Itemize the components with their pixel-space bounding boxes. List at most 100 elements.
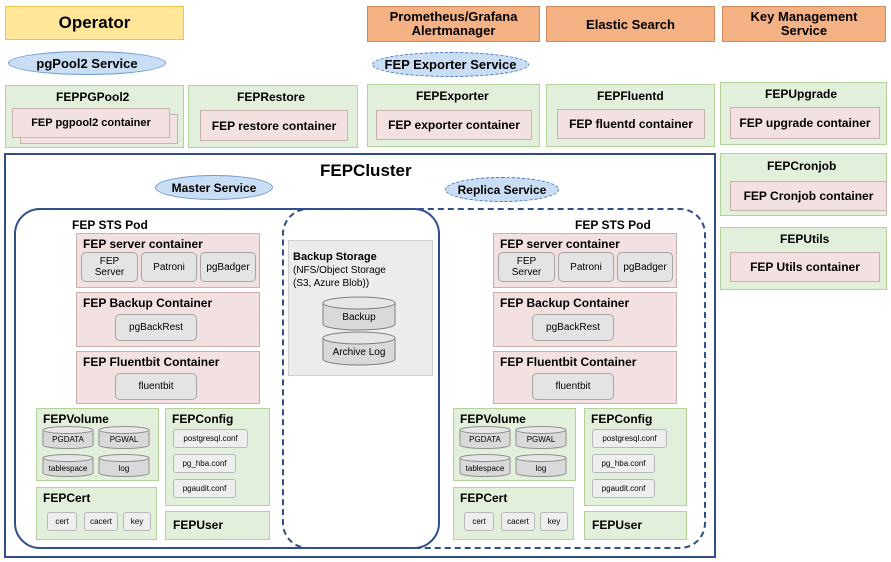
pgpool2-service: pgPool2 Service	[8, 51, 166, 75]
archive-log-label: Archive Log	[332, 346, 386, 358]
master-tablespace-cylinder-icon	[42, 454, 94, 477]
elastic-search-box: Elastic Search	[546, 6, 715, 42]
replica-fluentbit-container-title: FEP Fluentbit Container	[500, 355, 637, 369]
backup-cylinder-icon	[322, 296, 396, 331]
prometheus-label: Prometheus/Grafana Alertmanager	[389, 9, 518, 38]
master-cert: cert	[47, 512, 77, 531]
fep-pgpool2-box: FEPPGPool2 FEP pgpool2 container	[5, 85, 184, 148]
master-tablespace: tablespace	[48, 463, 88, 473]
prometheus-box: Prometheus/Grafana Alertmanager	[367, 6, 540, 42]
replica-fep-user: FEPUser	[584, 511, 687, 540]
replica-pgwal: PGWAL	[526, 434, 556, 444]
master-pgbackrest: pgBackRest	[115, 314, 197, 341]
master-pod-frame	[14, 208, 440, 549]
replica-fluentbit-container: FEP Fluentbit Container fluentbit	[493, 351, 677, 404]
replica-pod-frame	[282, 208, 706, 549]
fep-exporter-title: FEPExporter	[416, 89, 489, 103]
fep-pgpool2-title: FEPPGPool2	[56, 90, 130, 104]
fep-upgrade-box: FEPUpgrade FEP upgrade container	[720, 82, 887, 145]
replica-cert: cert	[464, 512, 494, 531]
fep-cluster-frame	[4, 153, 716, 558]
replica-log: log	[535, 463, 547, 473]
replica-fluentbit: fluentbit	[532, 373, 614, 400]
replica-key: key	[540, 512, 568, 531]
replica-pgdata-cylinder-icon	[459, 426, 511, 449]
fep-pgpool2-container: FEP pgpool2 container	[12, 108, 170, 138]
replica-pgbackrest: pgBackRest	[532, 314, 614, 341]
elastic-search-label: Elastic Search	[586, 16, 675, 32]
fep-restore-container: FEP restore container	[200, 110, 348, 141]
replica-pgwal-cylinder-icon	[515, 426, 567, 449]
replica-fep-config-title: FEPConfig	[591, 412, 653, 426]
master-patroni: Patroni	[141, 252, 197, 282]
master-pgdata-cylinder-icon	[42, 426, 94, 449]
master-fep-cert: FEPCert cert cacert key	[36, 487, 157, 540]
key-management-box: Key Management Service	[722, 6, 886, 42]
replica-fep-volume-title: FEPVolume	[460, 412, 526, 426]
fep-upgrade-container-label: FEP upgrade container	[739, 116, 871, 130]
backup-storage-desc-1: (NFS/Object Storage	[293, 265, 386, 276]
fep-fluentd-container-label: FEP fluentd container	[569, 117, 693, 131]
master-pgbadger: pgBadger	[200, 252, 256, 282]
fep-exporter-service: FEP Exporter Service	[372, 52, 529, 77]
replica-tablespace: tablespace	[465, 463, 505, 473]
fep-cluster-title: FEPCluster	[320, 161, 412, 180]
replica-fep-config: FEPConfig postgresql.conf pg_hba.conf pg…	[584, 408, 687, 506]
key-management-label: Key Management Service	[750, 9, 858, 38]
master-fep-config: FEPConfig postgresql.conf pg_hba.conf pg…	[165, 408, 270, 506]
replica-backup-container-title: FEP Backup Container	[500, 296, 630, 310]
fep-upgrade-title: FEPUpgrade	[765, 87, 838, 101]
master-fep-volume-title: FEPVolume	[43, 412, 109, 426]
master-pgwal: PGWAL	[109, 434, 139, 444]
replica-pgdata: PGDATA	[469, 434, 501, 444]
fep-cronjob-title: FEPCronjob	[767, 159, 837, 173]
fep-utils-container-label: FEP Utils container	[750, 260, 860, 274]
fep-exporter-container: FEP exporter container	[376, 110, 532, 140]
fep-restore-container-label: FEP restore container	[211, 118, 337, 133]
replica-server-container-title: FEP server container	[500, 237, 620, 251]
replica-fep-user-title: FEPUser	[592, 518, 643, 532]
replica-fep-cert: FEPCert cert cacert key	[453, 487, 574, 540]
master-log: log	[118, 463, 130, 473]
fep-cronjob-container: FEP Cronjob container	[730, 181, 887, 211]
operator-label: Operator	[58, 13, 131, 32]
replica-pgaudit-conf: pgaudit.conf	[592, 479, 655, 498]
fep-exporter-service-label: FEP Exporter Service	[384, 57, 517, 72]
replica-patroni: Patroni	[558, 252, 614, 282]
master-fluentbit: fluentbit	[115, 373, 197, 400]
fep-pgpool2-container-label: FEP pgpool2 container	[31, 117, 151, 129]
fep-fluentd-container: FEP fluentd container	[557, 109, 705, 139]
master-backup-container-title: FEP Backup Container	[83, 296, 213, 310]
fep-restore-title: FEPRestore	[237, 90, 306, 104]
fep-utils-container: FEP Utils container	[730, 252, 880, 282]
replica-tablespace-cylinder-icon	[459, 454, 511, 477]
backup-storage-desc-2: (S3, Azure Blob))	[293, 278, 370, 289]
fep-fluentd-title: FEPFluentd	[597, 89, 664, 103]
master-pod-title: FEP STS Pod	[72, 218, 148, 232]
master-log-cylinder-icon	[98, 454, 150, 477]
master-backup-container: FEP Backup Container pgBackRest	[76, 292, 260, 347]
fep-cronjob-container-label: FEP Cronjob container	[743, 189, 874, 203]
master-fep-user-title: FEPUser	[173, 518, 224, 532]
master-fluentbit-container: FEP Fluentbit Container fluentbit	[76, 351, 260, 404]
master-key: key	[123, 512, 151, 531]
replica-backup-container: FEP Backup Container pgBackRest	[493, 292, 677, 347]
operator-box: Operator	[5, 6, 184, 40]
master-server-container-title: FEP server container	[83, 237, 203, 251]
fep-fluentd-box: FEPFluentd FEP fluentd container	[546, 84, 715, 147]
master-fep-user: FEPUser	[165, 511, 270, 540]
archive-log-cylinder-icon	[322, 331, 396, 366]
master-postgresql-conf: postgresql.conf	[173, 429, 248, 448]
replica-pg-hba-conf: pg_hba.conf	[592, 454, 655, 473]
fep-exporter-container-label: FEP exporter container	[388, 118, 520, 132]
master-pgaudit-conf: pgaudit.conf	[173, 479, 236, 498]
backup-label: Backup	[342, 311, 376, 323]
replica-log-cylinder-icon	[515, 454, 567, 477]
master-fluentbit-container-title: FEP Fluentbit Container	[83, 355, 220, 369]
master-pgdata: PGDATA	[52, 434, 84, 444]
master-pg-hba-conf: pg_hba.conf	[173, 454, 236, 473]
